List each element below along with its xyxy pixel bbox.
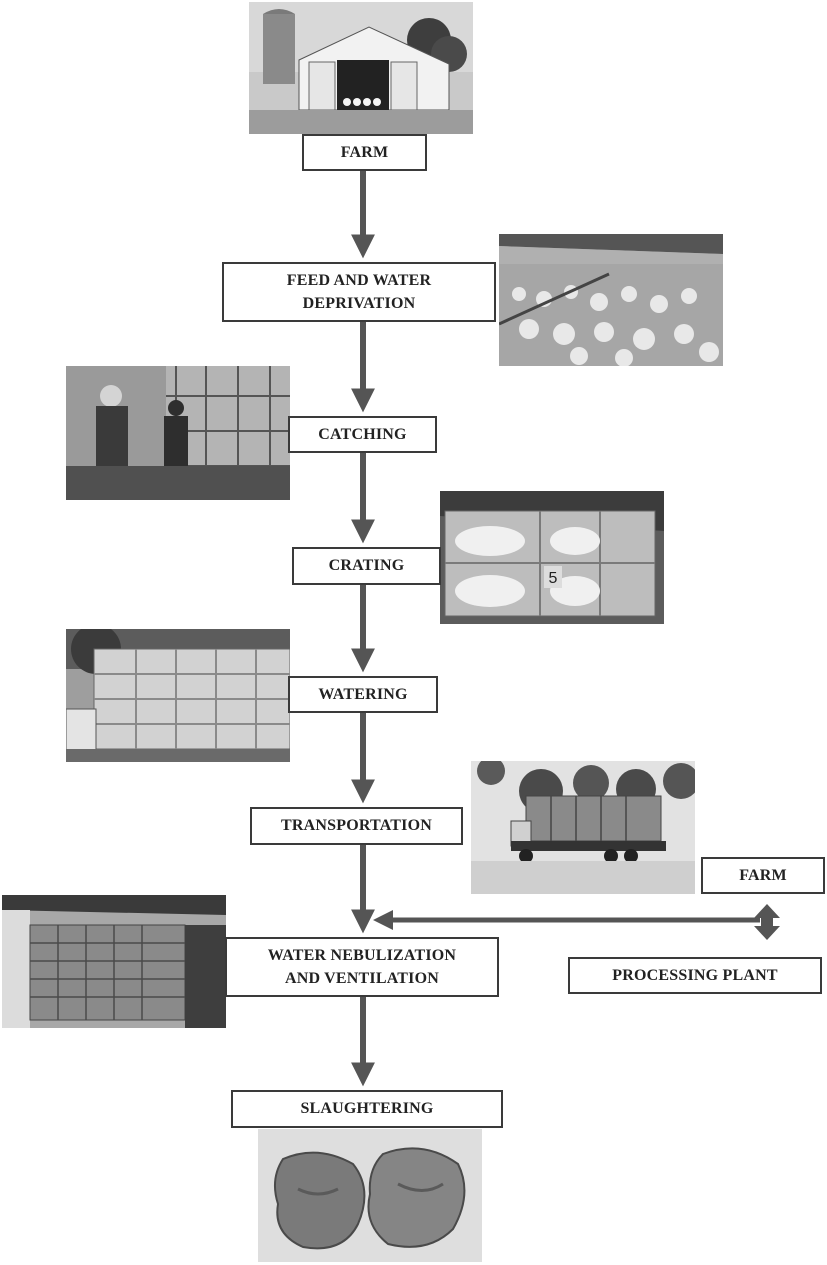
step-nebulization-label-line2: AND VENTILATION — [285, 970, 439, 987]
step-nebulization-label-line1: WATER NEBULIZATION — [267, 946, 457, 964]
step-feed-water-deprivation: FEED AND WATER DEPRIVATION — [222, 262, 496, 322]
double-arrow-farm-processing — [754, 904, 780, 940]
transport-truck-photo — [471, 761, 695, 894]
step-farm-label: FARM — [340, 143, 389, 161]
truck-watering-photo — [66, 629, 290, 762]
farm-barn-photo — [249, 2, 473, 134]
side-farm: FARM — [701, 857, 825, 894]
step-catching-label: CATCHING — [318, 425, 407, 443]
meat-cuts-photo — [258, 1129, 482, 1262]
side-farm-label: FARM — [739, 866, 787, 884]
step-crating: CRATING — [292, 547, 441, 585]
step-watering: WATERING — [288, 676, 438, 713]
step-crating-label: CRATING — [328, 557, 405, 575]
crates-photo: 5 — [440, 491, 664, 624]
turkey-flock-photo — [499, 234, 723, 366]
catching-workers-photo — [66, 366, 290, 500]
side-processing-plant-label: PROCESSING PLANT — [612, 966, 778, 984]
step-transportation: TRANSPORTATION — [250, 807, 463, 845]
side-processing-plant: PROCESSING PLANT — [568, 957, 822, 994]
step-transportation-label: TRANSPORTATION — [281, 817, 432, 835]
step-farm: FARM — [302, 134, 427, 171]
step-slaughtering-label: SLAUGHTERING — [300, 1100, 434, 1118]
step-water-nebulization-ventilation: WATER NEBULIZATION AND VENTILATION — [225, 937, 499, 997]
step-watering-label: WATERING — [318, 685, 408, 703]
step-feed-water-label-line1: FEED AND WATER — [286, 271, 432, 289]
step-slaughtering: SLAUGHTERING — [231, 1090, 503, 1128]
lairage-crates-photo — [2, 895, 226, 1028]
step-feed-water-label-line2: DEPRIVATION — [302, 295, 416, 312]
step-catching: CATCHING — [288, 416, 437, 453]
svg-text:5: 5 — [549, 570, 558, 587]
